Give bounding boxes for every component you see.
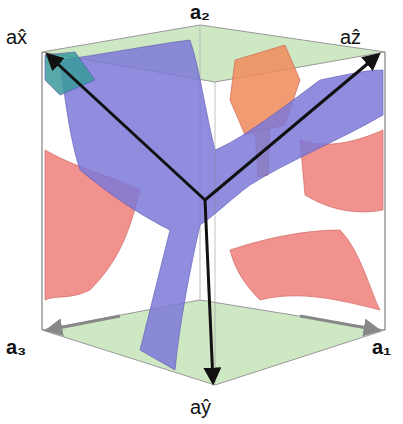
axis-label: aŷ: [190, 396, 211, 418]
axis-label: a₁: [372, 336, 391, 358]
cube-edge: [385, 52, 386, 330]
axis-label: ax̂: [6, 26, 27, 48]
cube-edge: [215, 82, 216, 385]
axis-arrow: [205, 55, 378, 200]
blue-surface: [45, 40, 383, 370]
axis-arrow: [48, 55, 205, 200]
lattice-arrow: [48, 316, 120, 330]
axis-label: aẑ: [340, 26, 361, 48]
axis-arrow: [205, 200, 213, 382]
lattice-arrow: [300, 316, 378, 330]
axis-label: a₃: [6, 336, 26, 358]
cube-edge: [42, 52, 43, 330]
axis-label: a₂: [190, 1, 210, 23]
